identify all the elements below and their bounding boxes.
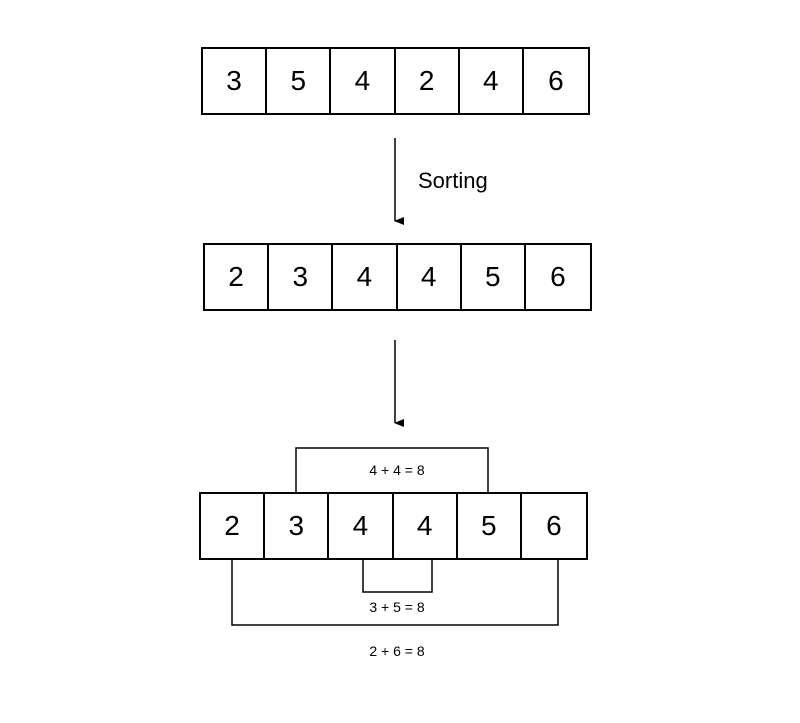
array-cell: 3 [203,49,268,113]
array-cell: 2 [201,494,266,558]
pair-sum-array: 2 3 4 4 5 6 [199,492,588,560]
array-cell: 5 [462,245,526,309]
array-cell: 6 [548,65,564,96]
array-cell: 4 [333,245,398,309]
sorting-step-label: Sorting [418,168,488,193]
original-array: 3 5 4 2 4 6 [201,47,590,115]
pair-sum-label: 2 + 6 = 8 [369,643,425,659]
array-cell: 4 [331,49,396,113]
array-cell: 6 [550,261,566,292]
array-cell: 3 [265,494,330,558]
array-cell: 4 [329,494,394,558]
array-cell: 4 [460,49,524,113]
array-cell: 4 [394,494,458,558]
array-cell: 4 [398,245,462,309]
pair-bracket-inner [362,560,433,593]
pair-sum-label: 4 + 4 = 8 [369,462,425,478]
array-cell: 5 [458,494,522,558]
array-cell: 6 [546,510,562,541]
pair-bracket-outer [231,560,559,626]
array-cell: 2 [396,49,460,113]
array-cell: 2 [205,245,270,309]
sorted-array: 2 3 4 4 5 6 [203,243,592,311]
pair-sum-label: 3 + 5 = 8 [369,599,425,615]
array-cell: 3 [269,245,334,309]
array-cell: 5 [267,49,332,113]
